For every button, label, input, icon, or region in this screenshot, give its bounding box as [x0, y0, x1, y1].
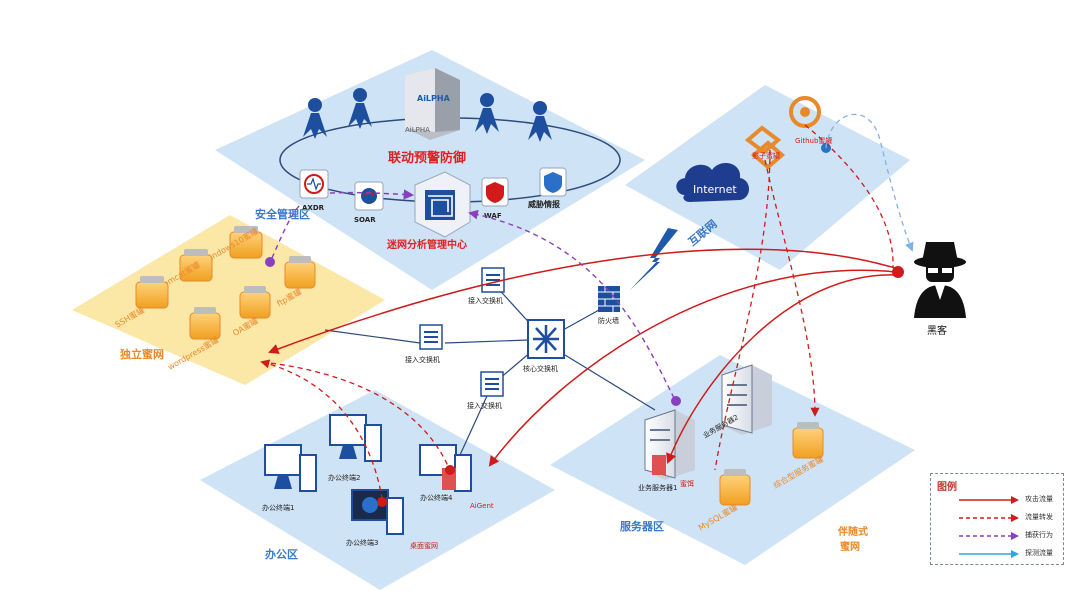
- axdr-label: AXDR: [302, 204, 325, 212]
- github-icon: [789, 96, 821, 128]
- legend-item-attack: 攻击流量: [931, 492, 1063, 508]
- terminal-3: 办公终端3 桌面蜜网: [346, 489, 438, 550]
- waf-device: WAF: [481, 177, 509, 220]
- ailpha-caption: AiLPHA: [405, 126, 430, 134]
- user-icon: [528, 101, 552, 142]
- legend-label-capture: 捕获行为: [1025, 531, 1053, 539]
- legend-item-capture: 捕获行为: [931, 528, 1063, 544]
- zone-internet: [625, 85, 910, 270]
- core-switch: 核心交换机: [523, 319, 565, 373]
- desk-honeynet-label: 桌面蜜网: [410, 541, 438, 550]
- terminal-1-label: 办公终端1: [262, 503, 294, 512]
- legend: 图例 攻击流量 流量转发 捕获行为 探测流量: [930, 473, 1064, 565]
- access-switch-mid-label: 接入交换机: [405, 355, 440, 364]
- zone-label-office: 办公区: [265, 547, 298, 561]
- attack-flow-honeynet: [268, 248, 896, 354]
- firewall-label: 防火墙: [598, 316, 619, 325]
- capture-flow-honeynet: [271, 204, 301, 259]
- access-switch-top-label: 接入交换机: [468, 296, 503, 305]
- waf-label: WAF: [484, 212, 502, 220]
- soar-label: SOAR: [354, 216, 376, 224]
- access-switch-low: 接入交换机: [467, 371, 504, 410]
- internet-label: Internet: [693, 183, 737, 196]
- legend-swatch-forward: [959, 514, 1019, 522]
- axdr-device: AXDR: [299, 169, 329, 212]
- soar-device: SOAR: [354, 181, 384, 224]
- user-icons: [303, 88, 552, 142]
- terminal-2: 办公终端2: [328, 414, 382, 482]
- redirect-point-t4: [445, 465, 455, 475]
- ailpha-server: AiLPHA AiLPHA: [405, 68, 460, 140]
- capture-point-server: [671, 396, 681, 406]
- agent-label: AiGent: [470, 502, 494, 510]
- internet-cloud-icon: Internet: [676, 163, 749, 202]
- hacker-icon: [914, 242, 966, 318]
- attack-flow-server: [666, 274, 899, 464]
- terminal-2-label: 办公终端2: [328, 473, 360, 482]
- legend-title: 图例: [937, 482, 957, 493]
- ailpha-logo: AiLPHA: [417, 94, 451, 103]
- redirect-point-t3: [377, 497, 387, 507]
- access-switch-low-label: 接入交换机: [467, 401, 502, 410]
- user-icon: [348, 88, 372, 129]
- attack-flow-office: [488, 269, 898, 467]
- capture-point-honeynet: [265, 257, 275, 267]
- zone-label-companion-1: 伴随式: [837, 525, 868, 538]
- link-mid-core: [444, 339, 529, 344]
- legend-swatch-capture: [959, 532, 1019, 540]
- zone-label-honeynet: 独立蜜网: [119, 347, 164, 361]
- github-honey-label: Github蜜罐: [795, 136, 832, 145]
- terminal-4-label: 办公终端4: [420, 493, 453, 502]
- user-icon: [303, 98, 327, 139]
- center-label: 迷网分析管理中心: [386, 238, 467, 251]
- zone-label-security: 安全管理区: [255, 207, 310, 221]
- legend-item-probe: 探测流量: [931, 546, 1063, 562]
- intel-device: 威胁情报: [528, 167, 567, 209]
- zone-honeynet: [72, 215, 385, 385]
- terminal-1: 办公终端1: [262, 444, 317, 512]
- legend-label-probe: 探测流量: [1025, 549, 1053, 557]
- forward-flow-composite: [764, 159, 820, 417]
- firewall: 防火墙: [598, 286, 620, 325]
- access-switch-mid: 接入交换机: [405, 324, 443, 364]
- user-icon: [475, 93, 499, 134]
- legend-swatch-attack: [959, 496, 1019, 504]
- intel-label: 威胁情报: [528, 199, 560, 209]
- legend-label-attack: 攻击流量: [1025, 495, 1053, 503]
- hacker-label: 黑客: [927, 324, 947, 337]
- shadow-honey-label: 影子蜜罐: [752, 151, 780, 160]
- forward-flow-github: [804, 124, 894, 269]
- zone-label-server: 服务器区: [620, 519, 664, 533]
- terminal-3-label: 办公终端3: [346, 538, 378, 547]
- capture-line-axdr: [329, 189, 415, 200]
- linkage-title: 联动预警防御: [388, 150, 466, 166]
- capture-flow-server: [468, 209, 675, 399]
- server-1-label: 业务服务器1: [638, 483, 677, 492]
- forward-flow-t4: [261, 361, 449, 467]
- link-honeynet-mid: [324, 329, 421, 344]
- legend-item-forward: 流量转发: [931, 510, 1063, 526]
- lightning-icon: [630, 228, 678, 290]
- shadow-honey-icon: [744, 125, 786, 170]
- zone-label-companion-2: 蜜网: [840, 540, 860, 553]
- center-device: 迷网分析管理中心: [386, 171, 471, 251]
- access-switch-top: 接入交换机: [468, 267, 505, 305]
- zone-server: [550, 355, 915, 565]
- link-core-server: [564, 354, 656, 411]
- probe-flow: [825, 113, 914, 252]
- core-switch-label: 核心交换机: [523, 364, 558, 373]
- honey-bait-label: 蜜饵: [680, 479, 694, 488]
- legend-swatch-probe: [959, 550, 1019, 558]
- legend-label-forward: 流量转发: [1025, 513, 1053, 521]
